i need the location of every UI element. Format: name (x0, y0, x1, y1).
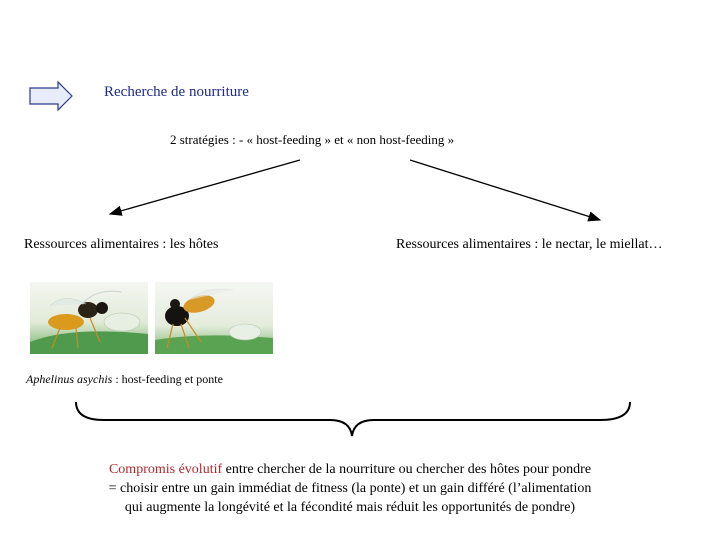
aphelinus-oviposition-photo (155, 282, 273, 354)
conclusion-text: Compromis évolutif entre chercher de la … (50, 460, 650, 517)
resources-nectar-label: Ressources alimentaires : le nectar, le … (396, 237, 663, 252)
conclusion-line-2: = choisir entre un gain immédiat de fitn… (108, 481, 592, 496)
section-title: Recherche de nourriture (104, 84, 249, 100)
caption-text: : host-feeding et ponte (112, 372, 223, 386)
resources-hosts-label: Ressources alimentaires : les hôtes (24, 237, 219, 252)
aphelinus-host-feeding-photo (30, 282, 148, 354)
strategies-text: 2 stratégies : - « host-feeding » et « n… (170, 132, 455, 147)
block-arrow-icon (29, 80, 73, 112)
arrow-right (409, 159, 602, 222)
conclusion-line-1: Compromis évolutif entre chercher de la … (50, 460, 650, 479)
species-name: Aphelinus asychis (26, 372, 113, 386)
photo-caption: Aphelinus asychis : host-feeding et pont… (26, 372, 223, 387)
conclusion-line-1-rest: entre chercher de la nourriture ou cherc… (222, 462, 592, 477)
tradeoff-highlight: Compromis évolutif (108, 462, 223, 477)
arrow-left (108, 159, 301, 216)
conclusion-line-3: qui augmente la longévité et la fécondit… (124, 500, 576, 515)
